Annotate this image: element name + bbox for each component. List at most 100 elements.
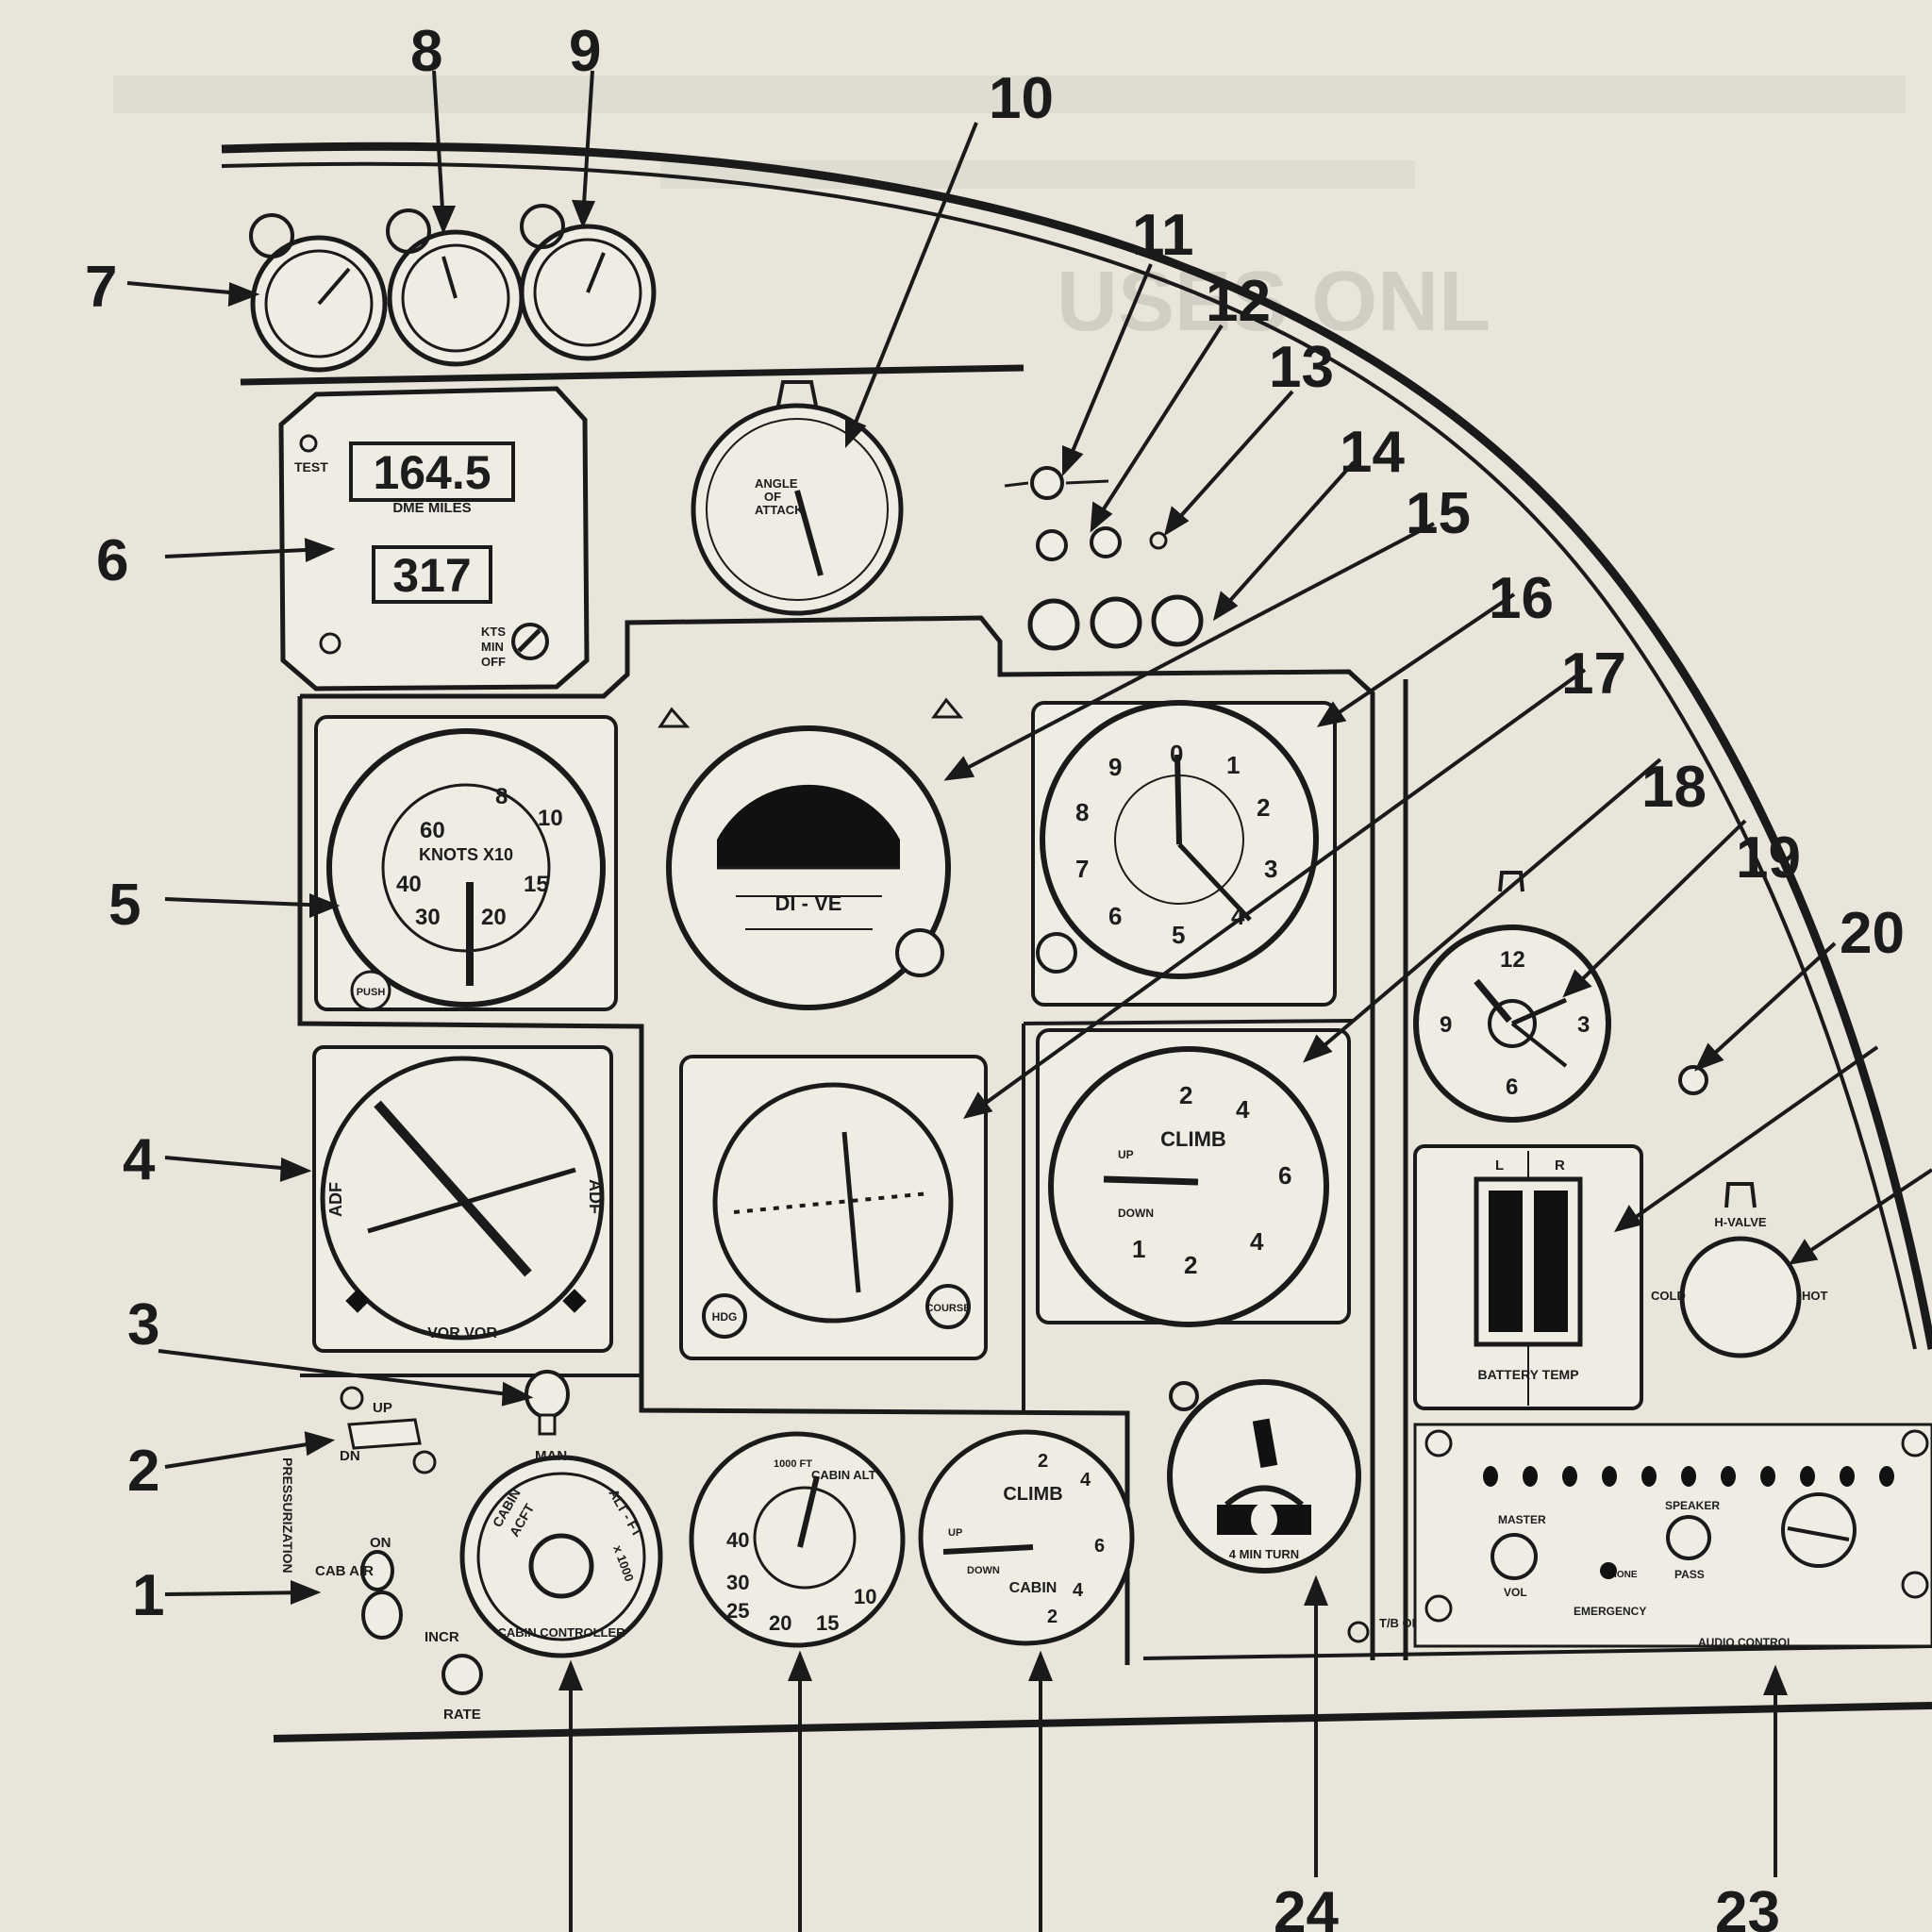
audio-toggle-switch[interactable]	[1879, 1466, 1894, 1487]
clock: 12 3 6 9	[1413, 871, 1611, 1123]
svg-text:10: 10	[538, 806, 563, 831]
switch-man-label: MAN	[535, 1448, 567, 1464]
switch-20-pitot-heat[interactable]	[1678, 1065, 1708, 1095]
cabin-controller-knob[interactable]	[528, 1533, 594, 1599]
svg-text:15: 15	[524, 872, 549, 897]
hsi-heading-knob[interactable]	[702, 1293, 747, 1339]
dme-speed-readout: 317	[392, 549, 471, 602]
audio-toggle-switch[interactable]	[1681, 1466, 1696, 1487]
switch-2-up-dn[interactable]	[347, 1418, 422, 1450]
audio-toggle-switch[interactable]	[1523, 1466, 1538, 1487]
switch-1-cab-air[interactable]	[360, 1550, 394, 1591]
svg-text:40: 40	[726, 1528, 749, 1552]
callout-arrows	[126, 70, 1932, 1932]
dme-mode-off: OFF	[481, 655, 506, 669]
alt-digit-9: 9	[1108, 753, 1122, 781]
tb-off-switch[interactable]	[1347, 1621, 1370, 1643]
audio-phone-label: PHONE	[1604, 1570, 1638, 1580]
callout-6: 6	[96, 528, 128, 593]
clock-12: 12	[1500, 947, 1525, 973]
alt-digit-8: 8	[1075, 798, 1089, 826]
audio-selector-knob[interactable]	[1781, 1492, 1857, 1568]
gauge-7-oxygen-pressure	[249, 213, 388, 373]
callout-8: 8	[410, 19, 442, 84]
alt-digit-1: 1	[1226, 751, 1240, 779]
callout-2: 2	[127, 1439, 159, 1504]
audio-toggle-switch[interactable]	[1800, 1466, 1815, 1487]
audio-master-volume-knob[interactable]	[1491, 1533, 1538, 1580]
callout-7: 7	[85, 255, 117, 320]
svg-text:4: 4	[1250, 1227, 1264, 1256]
svg-text:25: 25	[726, 1599, 749, 1623]
hvalve-cold: COLD	[1651, 1289, 1686, 1303]
switch-12b[interactable]	[1090, 526, 1122, 558]
callout-5: 5	[108, 873, 141, 938]
cabin-alt-units: 1000 FT	[774, 1458, 812, 1470]
svg-text:20: 20	[769, 1611, 791, 1635]
bleed-through: USES ONL	[113, 75, 1906, 349]
svg-text:4: 4	[1236, 1095, 1250, 1124]
audio-toggle-switch[interactable]	[1721, 1466, 1736, 1487]
pressurization-label: PRESSURIZATION	[280, 1457, 295, 1574]
svg-text:8: 8	[495, 784, 508, 809]
rate-knob[interactable]	[441, 1654, 483, 1695]
switch-dn-label: DN	[340, 1448, 360, 1464]
cabin-climb-up: UP	[948, 1527, 962, 1539]
switch-11[interactable]	[1030, 466, 1064, 500]
dme-units-label: DME MILES	[392, 500, 471, 516]
switch-12-free-slave[interactable]	[1036, 529, 1068, 561]
radio-magnetic-indicator: ADF ADF VOR VOR	[312, 1045, 613, 1353]
svg-text:6: 6	[1278, 1161, 1291, 1190]
audio-master-label: MASTER	[1498, 1513, 1546, 1526]
audio-emergency-label: EMERGENCY	[1574, 1605, 1646, 1618]
cabin-alt-label: CABIN ALT	[811, 1468, 876, 1482]
callout-14: 14	[1340, 420, 1405, 485]
svg-text:4: 4	[1080, 1470, 1091, 1491]
callout-4: 4	[123, 1127, 156, 1192]
callout-12: 12	[1206, 269, 1271, 334]
callout-15: 15	[1406, 481, 1471, 546]
svg-text:2: 2	[1038, 1451, 1048, 1472]
audio-title: AUDIO CONTROL	[1698, 1636, 1793, 1649]
cabin-climb-sub: CABIN	[1009, 1580, 1058, 1596]
dme-mode-kts: KTS	[481, 625, 506, 639]
altimeter: 0 1 2 3 4 5 6 7 8 9	[1031, 700, 1337, 1007]
switch-up-label: UP	[373, 1400, 392, 1416]
cabin-ctrl-controller: CABIN CONTROLLER	[497, 1625, 625, 1640]
compass-switch-group	[1004, 466, 1204, 651]
svg-text:2: 2	[1047, 1607, 1058, 1627]
audio-toggle-switch[interactable]	[1562, 1466, 1577, 1487]
light-15a[interactable]	[1027, 598, 1080, 651]
light-15b[interactable]	[1090, 596, 1142, 649]
angle-of-attack-indicator: ANGLE OF ATTACK	[691, 380, 904, 616]
audio-toggle-switch[interactable]	[1840, 1466, 1855, 1487]
audio-pass-volume-knob[interactable]	[1666, 1515, 1711, 1560]
switch-3-man[interactable]	[525, 1370, 570, 1419]
turn-and-slip-indicator: 4 MIN TURN	[1167, 1379, 1361, 1574]
adi-pitch-knob[interactable]	[895, 928, 944, 977]
audio-phone-switch[interactable]	[1600, 1562, 1617, 1579]
callout-11: 11	[1132, 203, 1194, 268]
adi-dive-label: DI - VE	[775, 891, 842, 915]
vsi-climb-label: CLIMB	[1160, 1127, 1226, 1151]
alt-digit-7: 7	[1075, 855, 1089, 883]
light-14[interactable]	[1151, 594, 1204, 647]
cabin-rate-of-climb: CLIMB CABIN UP DOWN 2 4 6 4 2	[918, 1429, 1135, 1646]
incr-label: INCR	[425, 1629, 459, 1645]
vsi-down-label: DOWN	[1118, 1207, 1154, 1220]
alt-digit-5: 5	[1172, 921, 1185, 949]
hsi-course-knob[interactable]	[925, 1284, 971, 1329]
svg-text:2: 2	[1179, 1081, 1192, 1109]
cabin-climb-down: DOWN	[967, 1565, 1000, 1576]
svg-text:10: 10	[854, 1585, 876, 1608]
battery-temp-label: BATTERY TEMP	[1477, 1367, 1578, 1382]
audio-toggle-switch[interactable]	[1602, 1466, 1617, 1487]
rmi-adf-right: ADF	[586, 1179, 605, 1214]
audio-toggle-switch[interactable]	[1483, 1466, 1498, 1487]
altimeter-set-knob[interactable]	[1036, 932, 1077, 974]
hvalve-title: H-VALVE	[1714, 1215, 1766, 1229]
indicator-13	[1149, 531, 1168, 550]
audio-toggle-switch[interactable]	[1760, 1466, 1775, 1487]
audio-toggle-switch[interactable]	[1641, 1466, 1657, 1487]
